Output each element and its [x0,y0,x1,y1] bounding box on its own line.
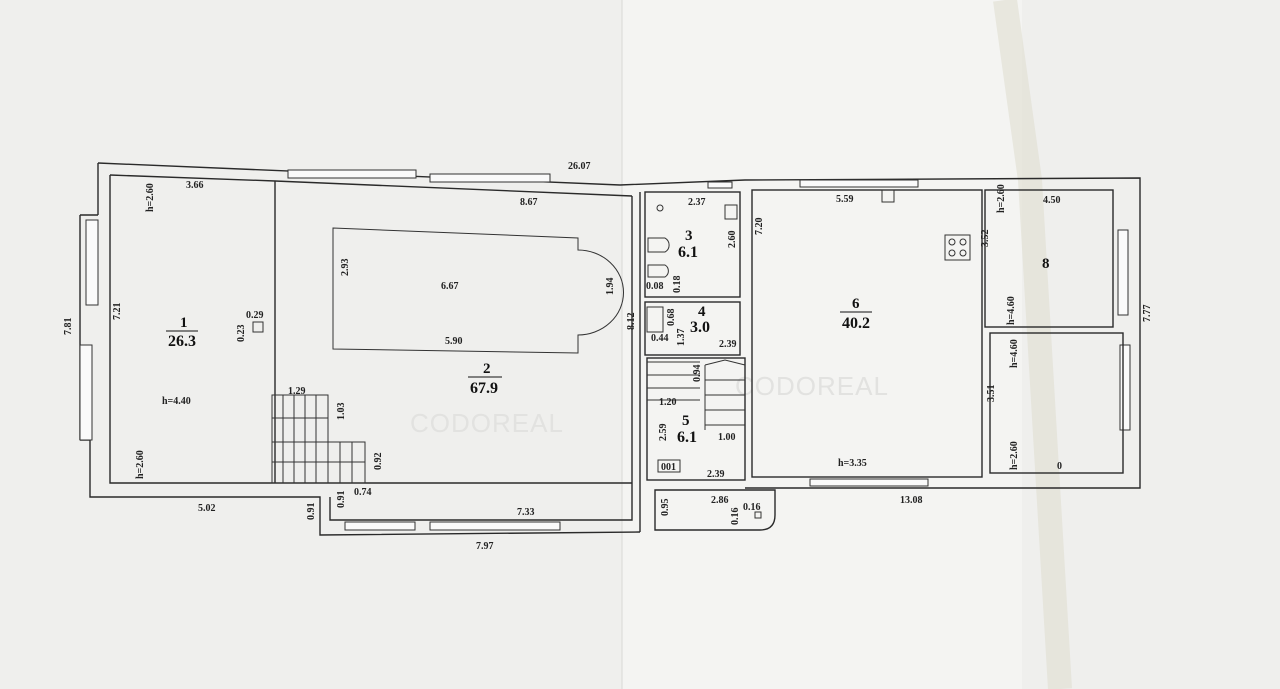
marker-001: 001 [661,462,676,473]
svg-text:40.2: 40.2 [842,315,870,332]
svg-text:2.59: 2.59 [658,424,669,442]
svg-text:5.02: 5.02 [198,503,216,514]
pool-outline [332,227,625,354]
svg-text:h=4.60: h=4.60 [1006,296,1017,325]
marker-box [657,459,681,473]
svg-text:3.52: 3.52 [980,230,991,248]
svg-text:2.86: 2.86 [711,495,729,506]
svg-text:0.23: 0.23 [236,325,247,343]
svg-text:7.33: 7.33 [517,507,535,518]
svg-text:0.91: 0.91 [336,491,347,509]
svg-text:4.50: 4.50 [1043,195,1061,206]
svg-text:0.92: 0.92 [373,453,384,471]
svg-text:3: 3 [685,228,693,244]
svg-text:6.1: 6.1 [677,429,697,446]
central-rooms [644,191,776,531]
room-3-label: 3 6.1 [678,228,698,261]
svg-text:0.74: 0.74 [354,487,372,498]
svg-text:1.29: 1.29 [288,386,306,397]
svg-text:7.20: 7.20 [754,218,765,236]
svg-text:h=4.40: h=4.40 [162,396,191,407]
svg-text:1: 1 [180,315,188,331]
watermark: CODOREAL [735,371,889,401]
svg-text:6: 6 [852,296,860,312]
svg-text:5.59: 5.59 [836,194,854,205]
svg-text:0.44: 0.44 [651,333,669,344]
svg-text:7.97: 7.97 [476,541,494,552]
svg-text:2.39: 2.39 [707,469,725,480]
svg-text:7.21: 7.21 [112,303,123,321]
svg-text:8.67: 8.67 [520,197,538,208]
svg-text:0.29: 0.29 [246,310,264,321]
room-4-label: 4 3.0 [690,304,710,336]
svg-text:26.07: 26.07 [568,161,591,172]
svg-text:0.91: 0.91 [306,503,317,521]
svg-text:1.03: 1.03 [336,403,347,421]
dimension-labels: 26.07 h=2.60 3.66 7.21 7.81 0.29 0.23 h=… [63,161,1153,552]
room-8-label: 8 [1042,256,1050,272]
svg-text:2.60: 2.60 [727,231,738,249]
svg-text:0.68: 0.68 [666,309,677,327]
paper-fold [993,0,1072,689]
svg-text:7.77: 7.77 [1142,305,1153,323]
watermark: CODOREAL [410,408,564,438]
svg-text:3.51: 3.51 [986,385,997,403]
svg-text:67.9: 67.9 [470,380,498,397]
svg-text:6.1: 6.1 [678,244,698,261]
svg-text:0.08: 0.08 [646,281,664,292]
svg-text:2: 2 [483,361,491,377]
svg-text:0: 0 [1057,461,1062,472]
svg-text:8.12: 8.12 [626,313,637,331]
svg-text:h=2.60: h=2.60 [1009,441,1020,470]
svg-text:1.37: 1.37 [676,329,687,347]
svg-text:h=2.60: h=2.60 [135,450,146,479]
room-6-label: 6 40.2 [840,296,872,332]
staircase [271,394,366,484]
east-rooms [751,189,1124,478]
svg-text:4: 4 [698,304,706,320]
svg-text:0.95: 0.95 [660,499,671,517]
svg-text:2.93: 2.93 [340,259,351,277]
svg-text:0.94: 0.94 [692,365,703,383]
svg-text:0.16: 0.16 [743,502,761,513]
svg-text:1.94: 1.94 [605,278,616,296]
windows [79,169,1131,531]
column [252,321,264,333]
svg-text:2.37: 2.37 [688,197,706,208]
svg-text:7.81: 7.81 [63,318,74,336]
svg-text:h=4.60: h=4.60 [1009,339,1020,368]
svg-text:13.08: 13.08 [900,495,923,506]
svg-text:1.20: 1.20 [659,397,677,408]
svg-text:3.66: 3.66 [186,180,204,191]
svg-text:6.67: 6.67 [441,281,459,292]
svg-text:5.90: 5.90 [445,336,463,347]
svg-text:3.0: 3.0 [690,319,710,336]
svg-text:2.39: 2.39 [719,339,737,350]
room-1-label: 1 26.3 [166,315,198,350]
svg-text:h=3.35: h=3.35 [838,458,867,469]
svg-text:26.3: 26.3 [168,333,196,350]
room-2-label: 2 67.9 [468,361,502,397]
paper-panel [622,0,1022,689]
svg-text:0.18: 0.18 [672,276,683,294]
svg-text:5: 5 [682,413,690,429]
svg-text:h=2.60: h=2.60 [145,183,156,212]
svg-text:1.00: 1.00 [718,432,736,443]
svg-text:0.16: 0.16 [730,508,741,526]
svg-text:h=2.60: h=2.60 [996,184,1007,213]
room-5-label: 5 6.1 [677,413,697,446]
